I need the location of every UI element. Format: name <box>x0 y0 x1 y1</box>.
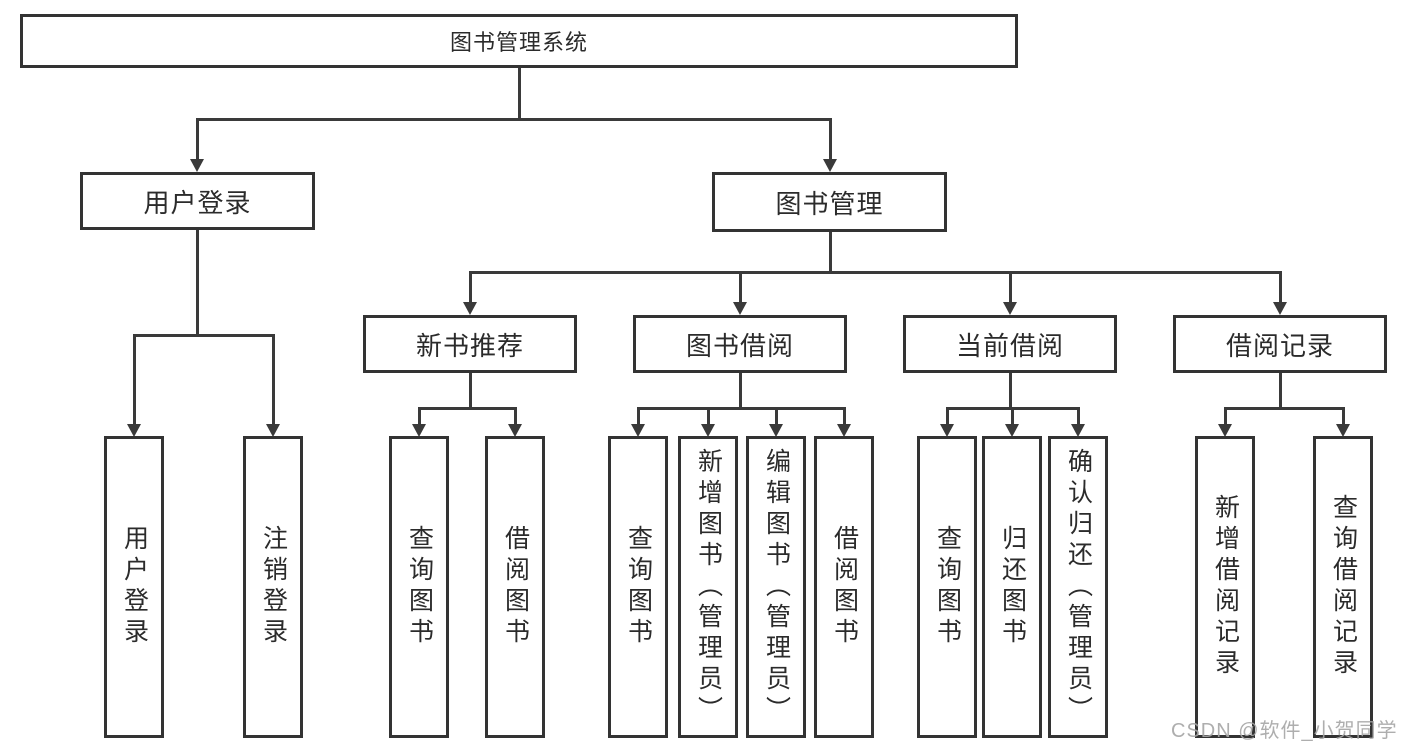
leaf-label: 借阅图书 <box>830 525 859 649</box>
leaf-query-books-borrowing: 查询图书 <box>608 436 668 738</box>
arrowhead-icon <box>190 159 204 172</box>
arrowhead-icon <box>1218 424 1232 437</box>
connector-drop <box>1224 407 1227 425</box>
connector-drop-book-management <box>829 118 832 162</box>
arrowhead-icon <box>266 424 280 437</box>
leaf-query-books-current: 查询图书 <box>917 436 977 738</box>
connector-drop <box>707 407 710 425</box>
connector-bookmgmt-stem <box>829 230 832 272</box>
leaf-label: 查询借阅记录 <box>1329 494 1358 680</box>
connector-drop <box>514 407 517 425</box>
arrowhead-icon <box>412 424 426 437</box>
node-label: 图书管理 <box>775 188 884 219</box>
node-label: 图书管理系统 <box>449 30 588 55</box>
leaf-confirm-return-admin: 确认归还（管理员） <box>1048 436 1108 738</box>
node-book-management: 图书管理 <box>712 172 947 232</box>
connector-drop <box>775 407 778 425</box>
connector-newbook-bus <box>418 407 517 410</box>
arrowhead-icon <box>631 424 645 437</box>
connector-drop <box>637 407 640 425</box>
connector-drop <box>1342 407 1345 425</box>
node-library-management-system: 图书管理系统 <box>20 14 1018 68</box>
node-label: 用户登录 <box>143 187 252 218</box>
connector-drop <box>1077 407 1080 425</box>
arrowhead-icon <box>769 424 783 437</box>
leaf-label: 查询图书 <box>933 525 962 649</box>
node-user-login: 用户登录 <box>80 172 315 230</box>
leaf-label: 借阅图书 <box>501 525 530 649</box>
connector-drop-leaf-logout <box>272 334 275 425</box>
leaf-logout: 注销登录 <box>243 436 303 738</box>
connector-drop-leaf-user-login <box>133 334 136 425</box>
arrowhead-icon <box>823 159 837 172</box>
arrowhead-icon <box>508 424 522 437</box>
leaf-label: 查询图书 <box>624 525 653 649</box>
connector-records-stem <box>1279 372 1282 408</box>
connector-drop-new-book <box>469 271 472 304</box>
arrowhead-icon <box>733 302 747 315</box>
arrowhead-icon <box>1071 424 1085 437</box>
connector-bookborrow-stem <box>739 372 742 408</box>
leaf-query-books-recommend: 查询图书 <box>389 436 449 738</box>
connector-drop-current-borrow <box>1009 271 1012 304</box>
connector-currentborrow-stem <box>1009 372 1012 408</box>
node-borrowing-records: 借阅记录 <box>1173 315 1387 373</box>
leaf-label: 编辑图书（管理员） <box>762 447 791 727</box>
arrowhead-icon <box>1003 302 1017 315</box>
connector-userlogin-bus <box>133 334 275 337</box>
node-label: 新书推荐 <box>415 330 524 361</box>
leaf-label: 查询图书 <box>405 525 434 649</box>
connector-drop-user-login <box>196 118 199 162</box>
leaf-label: 新增图书（管理员） <box>694 447 723 727</box>
arrowhead-icon <box>463 302 477 315</box>
leaf-label: 用户登录 <box>120 525 149 649</box>
leaf-user-login: 用户登录 <box>104 436 164 738</box>
leaf-borrow-books-recommend: 借阅图书 <box>485 436 545 738</box>
connector-drop-book-borrow <box>739 271 742 304</box>
leaf-borrow-books-borrowing: 借阅图书 <box>814 436 874 738</box>
node-book-borrowing: 图书借阅 <box>633 315 847 373</box>
leaf-add-books-admin: 新增图书（管理员） <box>678 436 738 738</box>
watermark: CSDN @软件_小贺同学 <box>1171 720 1398 742</box>
leaf-label: 确认归还（管理员） <box>1064 447 1093 727</box>
connector-drop <box>1011 407 1014 425</box>
arrowhead-icon <box>940 424 954 437</box>
connector-drop-borrow-records <box>1279 271 1282 304</box>
connector-root-bus <box>196 118 832 121</box>
connector-drop <box>843 407 846 425</box>
leaf-label: 新增借阅记录 <box>1211 494 1240 680</box>
node-label: 借阅记录 <box>1225 330 1334 361</box>
arrowhead-icon <box>701 424 715 437</box>
connector-userlogin-stem <box>196 228 199 336</box>
arrowhead-icon <box>1273 302 1287 315</box>
node-label: 当前借阅 <box>955 330 1064 361</box>
connector-bookborrow-bus <box>637 407 846 410</box>
leaf-return-books: 归还图书 <box>982 436 1042 738</box>
node-current-borrowing: 当前借阅 <box>903 315 1117 373</box>
connector-bookmgmt-bus <box>469 271 1282 274</box>
arrowhead-icon <box>127 424 141 437</box>
arrowhead-icon <box>1005 424 1019 437</box>
leaf-label: 注销登录 <box>259 525 288 649</box>
connector-drop <box>946 407 949 425</box>
node-label: 图书借阅 <box>685 330 794 361</box>
connector-drop <box>418 407 421 425</box>
leaf-query-borrow-record: 查询借阅记录 <box>1313 436 1373 738</box>
connector-records-bus <box>1224 407 1345 410</box>
arrowhead-icon <box>1336 424 1350 437</box>
leaf-add-borrow-record: 新增借阅记录 <box>1195 436 1255 738</box>
leaf-edit-books-admin: 编辑图书（管理员） <box>746 436 806 738</box>
leaf-label: 归还图书 <box>998 525 1027 649</box>
connector-root-stem <box>518 67 521 119</box>
node-new-book-recommendation: 新书推荐 <box>363 315 577 373</box>
connector-newbook-stem <box>469 372 472 408</box>
arrowhead-icon <box>837 424 851 437</box>
